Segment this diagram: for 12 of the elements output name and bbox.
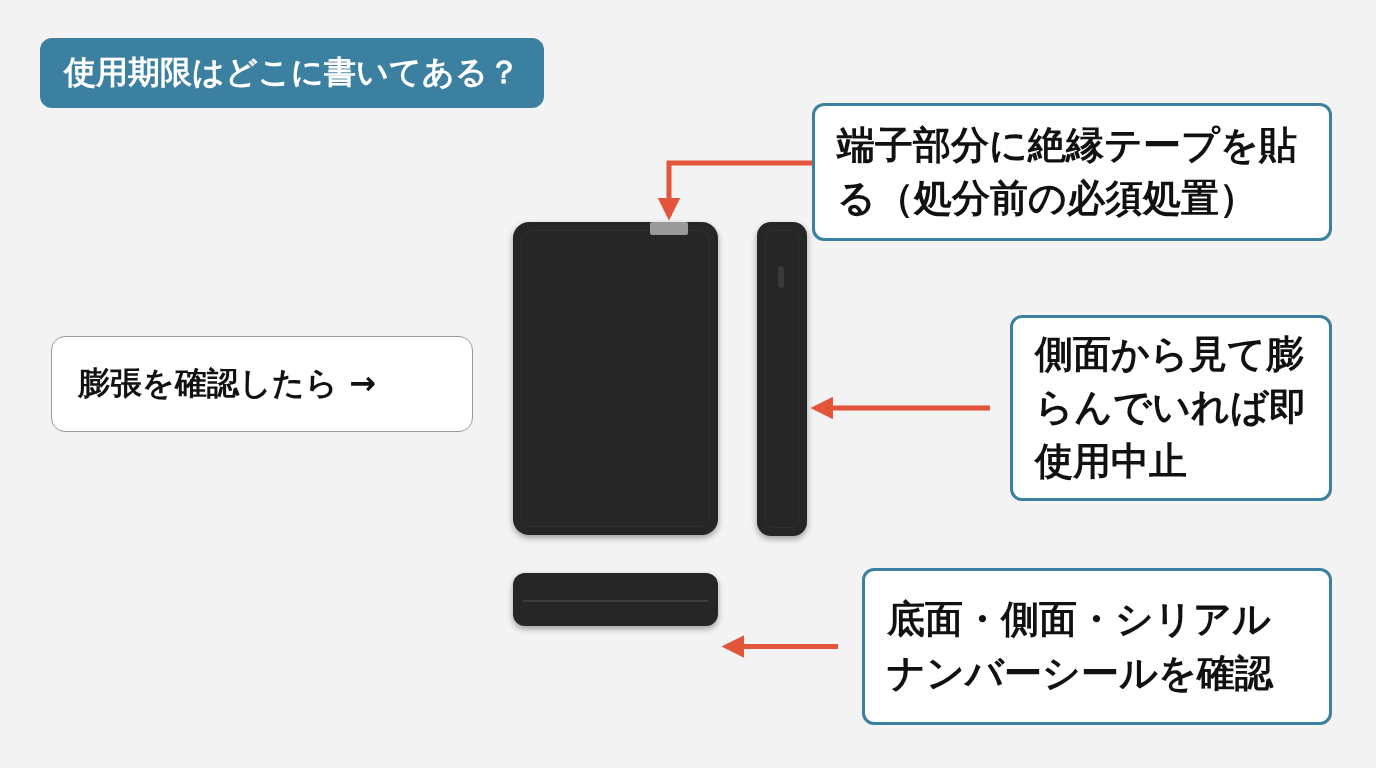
callout-box: 側面から見て膨らんでいれば即使用中止 [1010,315,1332,501]
note-box: 膨張を確認したら → [51,336,473,432]
power-bank-bottom-drawing [513,573,718,626]
arrow [810,396,990,420]
title-banner: 使用期限はどこに書いてある？ [40,38,544,108]
arrow [657,160,812,221]
arrow [721,635,838,658]
callout-box: 端子部分に絶縁テープを貼る（処分前の必須処置） [812,103,1332,241]
callout-box: 底面・側面・シリアルナンバーシールを確認 [862,568,1332,725]
power-bank-side-drawing [757,222,807,536]
terminal-part [650,222,688,235]
power-bank-front-drawing [513,222,718,535]
